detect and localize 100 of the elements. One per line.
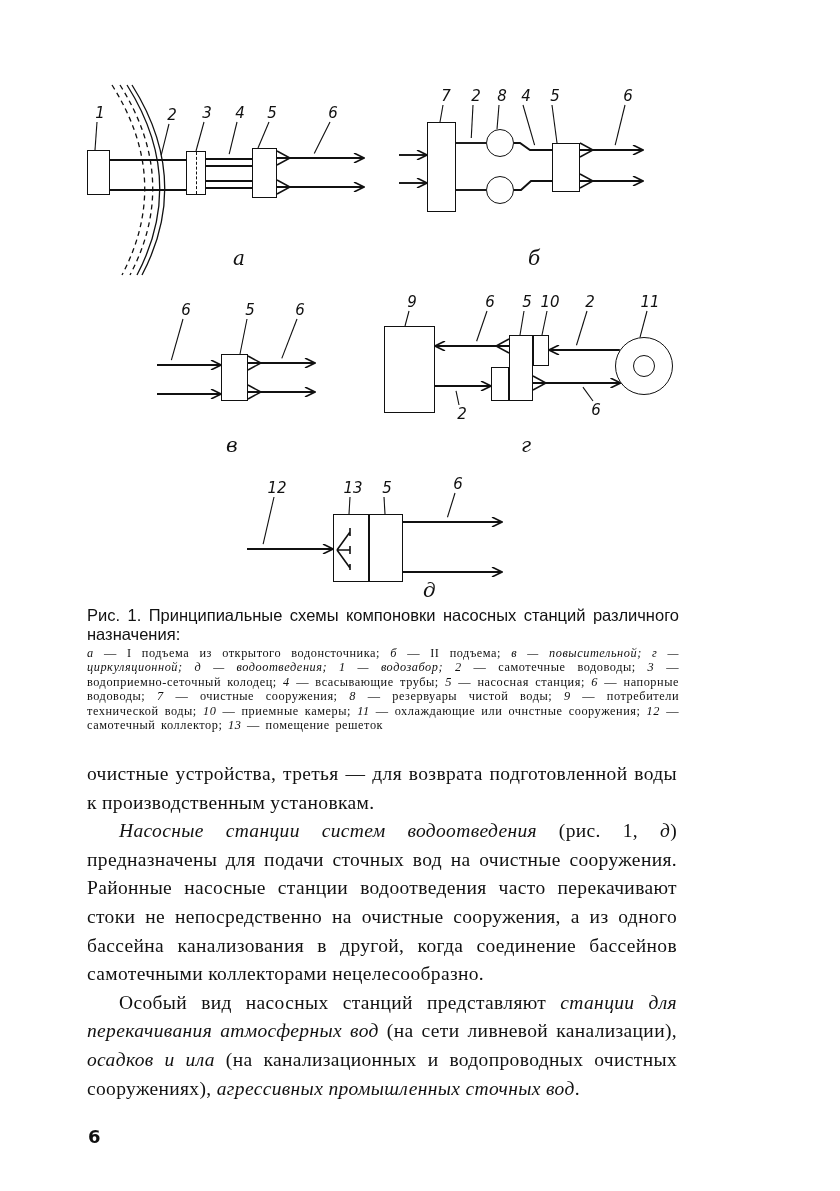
leader-line: [476, 310, 488, 342]
leader-line: [262, 496, 275, 545]
callout-number: 10: [538, 292, 562, 312]
callout-number: 13: [341, 478, 365, 498]
callout-number: 7: [434, 86, 458, 106]
callout-number: 5: [375, 478, 399, 498]
callout-number: 9: [400, 292, 424, 312]
pipe-line: [109, 189, 187, 191]
reservoir-circle: [486, 129, 514, 157]
leader-line: [383, 496, 386, 515]
leader-line: [239, 318, 248, 355]
body-paragraph: очистные устройства, третья — для возврата подготовленной воды к производственным установкам.: [87, 762, 677, 815]
callout-number: 4: [514, 86, 538, 106]
leader-line: [281, 318, 298, 359]
leader-line: [228, 121, 238, 155]
leader-line: [455, 390, 460, 406]
flow-arrow: [247, 386, 316, 398]
chamber-box: [491, 367, 509, 401]
leader-line: [519, 310, 525, 336]
leader-line: [160, 123, 170, 156]
flow-arrow: [579, 175, 644, 187]
leader-line: [313, 121, 331, 155]
well-box: [186, 151, 206, 195]
callout-number: 1: [88, 103, 112, 123]
flow-arrow: [398, 177, 428, 189]
pipe-line: [109, 159, 187, 161]
leader-line: [639, 310, 648, 338]
body-paragraph: Насосные станции систем водоотведения (рис. 1, д) предназначены для подачи сточных вод на очистные сооружения. Районные насосные станции водоотведения часто перекачивают стоки не непосредственно на очистные сооружения, а из одного бассейна канализования в другой, когда соединение бассейнов самотечными коллекторами нецелесообразно.: [87, 819, 677, 987]
pipe-line: [205, 180, 253, 182]
reservoir-circle: [486, 176, 514, 204]
pipe-line: [513, 142, 553, 151]
callout-number: 11: [638, 292, 662, 312]
pump-station-box: [552, 143, 580, 192]
leader-line: [496, 104, 500, 130]
pipe-line: [513, 180, 553, 191]
pump-station-box: [221, 354, 248, 401]
pipe-line: [455, 189, 487, 191]
flow-arrow: [276, 152, 365, 164]
pump-station-box: [252, 148, 277, 198]
callout-number: 5: [238, 300, 262, 320]
leader-line: [575, 310, 588, 346]
callout-number: 8: [490, 86, 514, 106]
leader-line: [551, 104, 558, 144]
callout-number: 2: [578, 292, 602, 312]
page-number: 6: [88, 1126, 101, 1147]
leader-line: [470, 104, 474, 139]
flow-arrow: [398, 149, 428, 161]
callout-number: 6: [478, 292, 502, 312]
panel-letter: б: [528, 246, 541, 270]
callout-number: 2: [450, 404, 474, 424]
flow-arrow: [548, 344, 621, 356]
intake-box: [87, 150, 110, 195]
panel-letter: в: [226, 433, 238, 457]
callout-number: 5: [515, 292, 539, 312]
callout-number: 6: [288, 300, 312, 320]
leader-line: [170, 318, 184, 361]
leader-line: [348, 496, 351, 515]
leader-line: [94, 121, 98, 151]
callout-number: 5: [543, 86, 567, 106]
flow-arrow: [402, 516, 503, 528]
leader-line: [541, 310, 548, 336]
pipe-line: [205, 165, 253, 167]
callout-number: 6: [174, 300, 198, 320]
panel-letter: а: [233, 246, 245, 270]
treatment-box: [427, 122, 456, 212]
pipe-line: [455, 142, 487, 144]
figure-caption: Рис. 1. Принципиальные схемы компоновки насосных станций различного назначения:: [87, 606, 679, 644]
screen-chamber-box: [333, 514, 369, 582]
panel-letter: д: [423, 578, 436, 602]
pipe-line: [205, 158, 253, 160]
panel-letter: г: [521, 433, 532, 457]
pipe-line: [205, 187, 253, 189]
flow-arrow: [434, 340, 510, 352]
callout-number: 2: [160, 105, 184, 125]
callout-number: 2: [464, 86, 488, 106]
leader-line: [195, 121, 205, 152]
callout-number: 12: [265, 478, 289, 498]
flow-arrow: [276, 181, 365, 193]
flow-arrow: [156, 388, 222, 400]
leader-line: [582, 386, 594, 402]
callout-number: 6: [321, 103, 345, 123]
leader-line: [404, 310, 410, 327]
flow-arrow: [156, 359, 222, 371]
callout-number: 6: [446, 474, 470, 494]
flow-arrow: [532, 377, 622, 389]
flow-arrow: [246, 543, 334, 555]
pump-station-box: [509, 335, 533, 401]
callout-number: 3: [195, 103, 219, 123]
callout-number: 6: [584, 400, 608, 420]
leader-line: [257, 121, 270, 149]
leader-line: [446, 492, 456, 518]
callout-number: 5: [260, 103, 284, 123]
chamber-box: [533, 335, 549, 366]
consumer-box: [384, 326, 435, 413]
flow-arrow: [579, 144, 644, 156]
leader-line: [614, 104, 626, 146]
pump-station-box: [369, 514, 403, 582]
leader-line: [439, 104, 444, 123]
callout-number: 6: [616, 86, 640, 106]
leader-line: [522, 104, 536, 146]
